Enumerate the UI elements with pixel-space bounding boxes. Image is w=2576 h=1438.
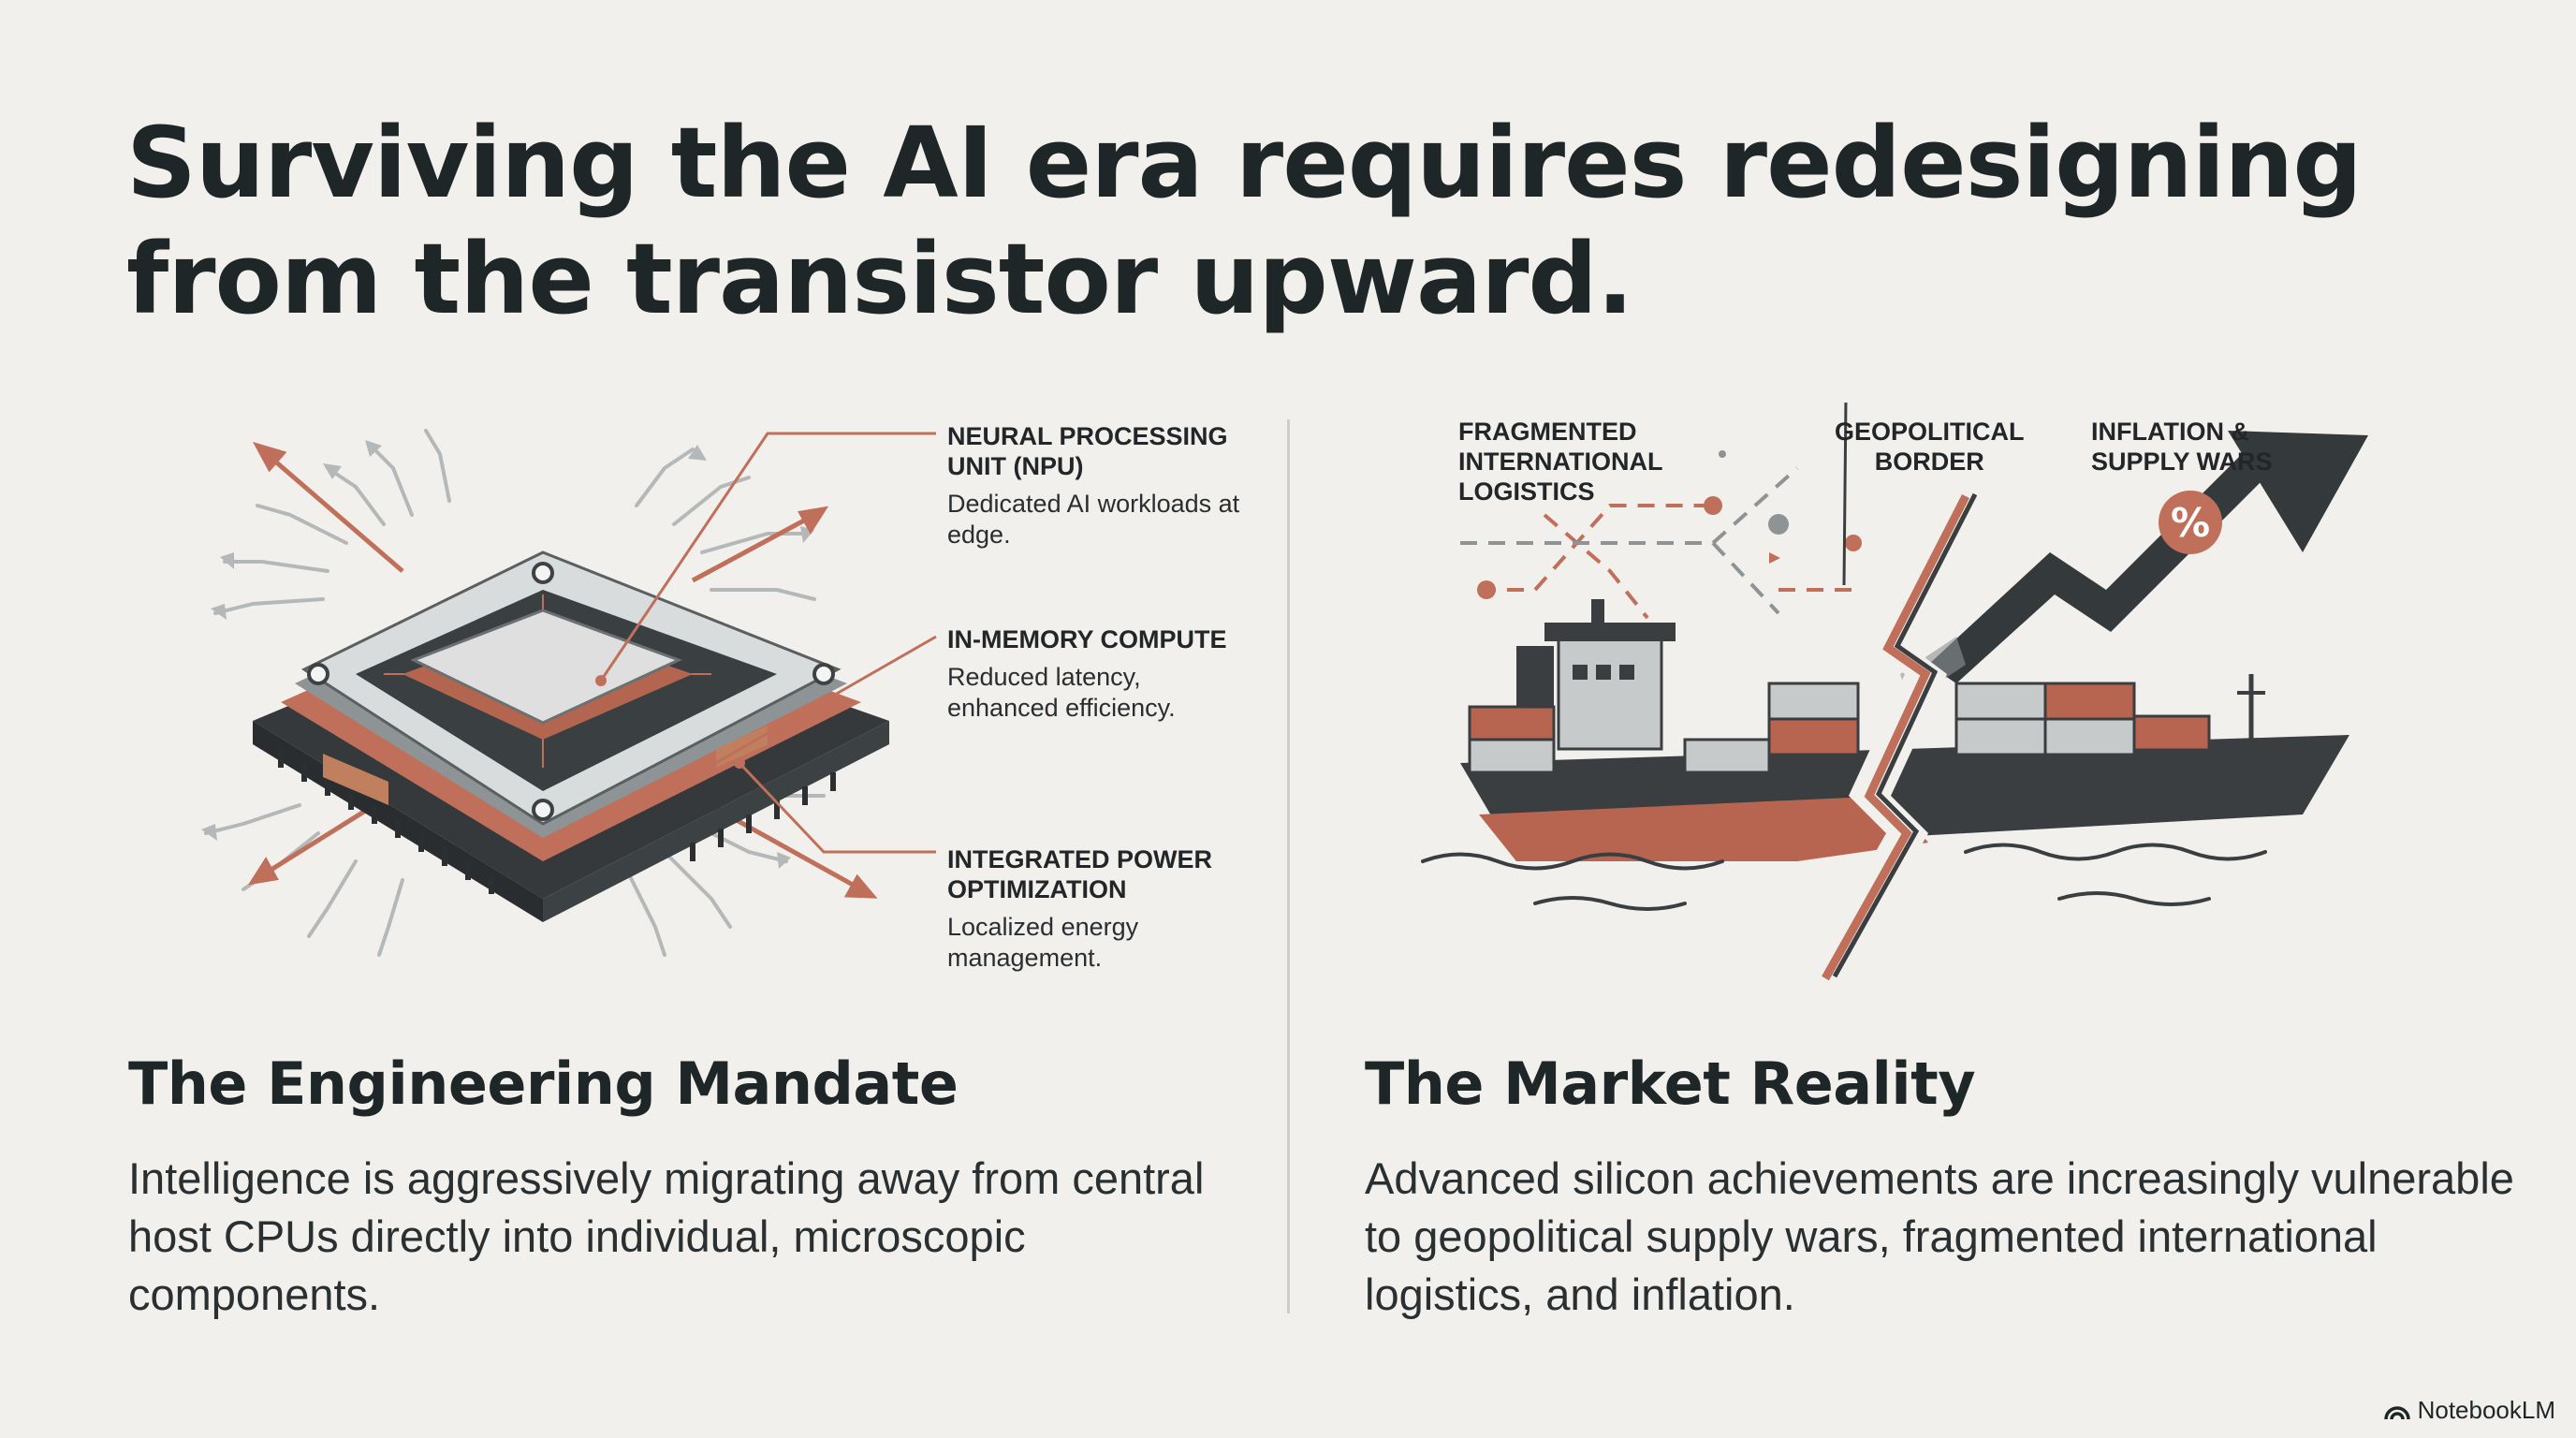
notebooklm-brand: NotebookLM: [2383, 1396, 2555, 1425]
callout-power-optimization: INTEGRATED POWER OPTIMIZATION Localized …: [947, 844, 1247, 974]
callout-in-memory-compute: IN-MEMORY COMPUTE Reduced latency, enhan…: [947, 624, 1247, 724]
callout-desc: Localized energy management.: [947, 913, 1139, 972]
page-title: Surviving the AI era requires redesignin…: [126, 106, 2363, 336]
callout-npu: NEURAL PROCESSING UNIT (NPU) Dedicated A…: [947, 421, 1247, 550]
label-geopolitical-border: GEOPOLITICAL BORDER: [1835, 418, 2025, 476]
engineering-mandate-body: Intelligence is aggressively migrating a…: [128, 1153, 1205, 1319]
callout-title: INTEGRATED POWER OPTIMIZATION: [947, 845, 1212, 903]
column-divider: [1287, 419, 1290, 1313]
callout-desc: Reduced latency, enhanced efficiency.: [947, 663, 1176, 722]
label-fragmented-logistics: FRAGMENTED INTERNATIONAL LOGISTICS: [1458, 418, 1663, 506]
label-inflation-supply-wars: INFLATION & SUPPLY WARS: [2091, 418, 2273, 476]
cargo-ship-illustration: %: [1421, 403, 2368, 983]
callout-desc: Dedicated AI workloads at edge.: [947, 490, 1240, 549]
market-reality-heading: The Market Reality: [1365, 1049, 1976, 1118]
market-reality-body: Advanced silicon achievements are increa…: [1365, 1153, 2514, 1319]
engineering-mandate-heading: The Engineering Mandate: [128, 1049, 959, 1118]
notebooklm-logo-icon: [2383, 1405, 2410, 1419]
brand-name: NotebookLM: [2417, 1396, 2555, 1424]
callout-title: NEURAL PROCESSING UNIT (NPU): [947, 422, 1228, 480]
callout-title: IN-MEMORY COMPUTE: [947, 625, 1227, 653]
percent-badge: %: [2171, 500, 2210, 546]
chip-illustration: [201, 429, 937, 957]
